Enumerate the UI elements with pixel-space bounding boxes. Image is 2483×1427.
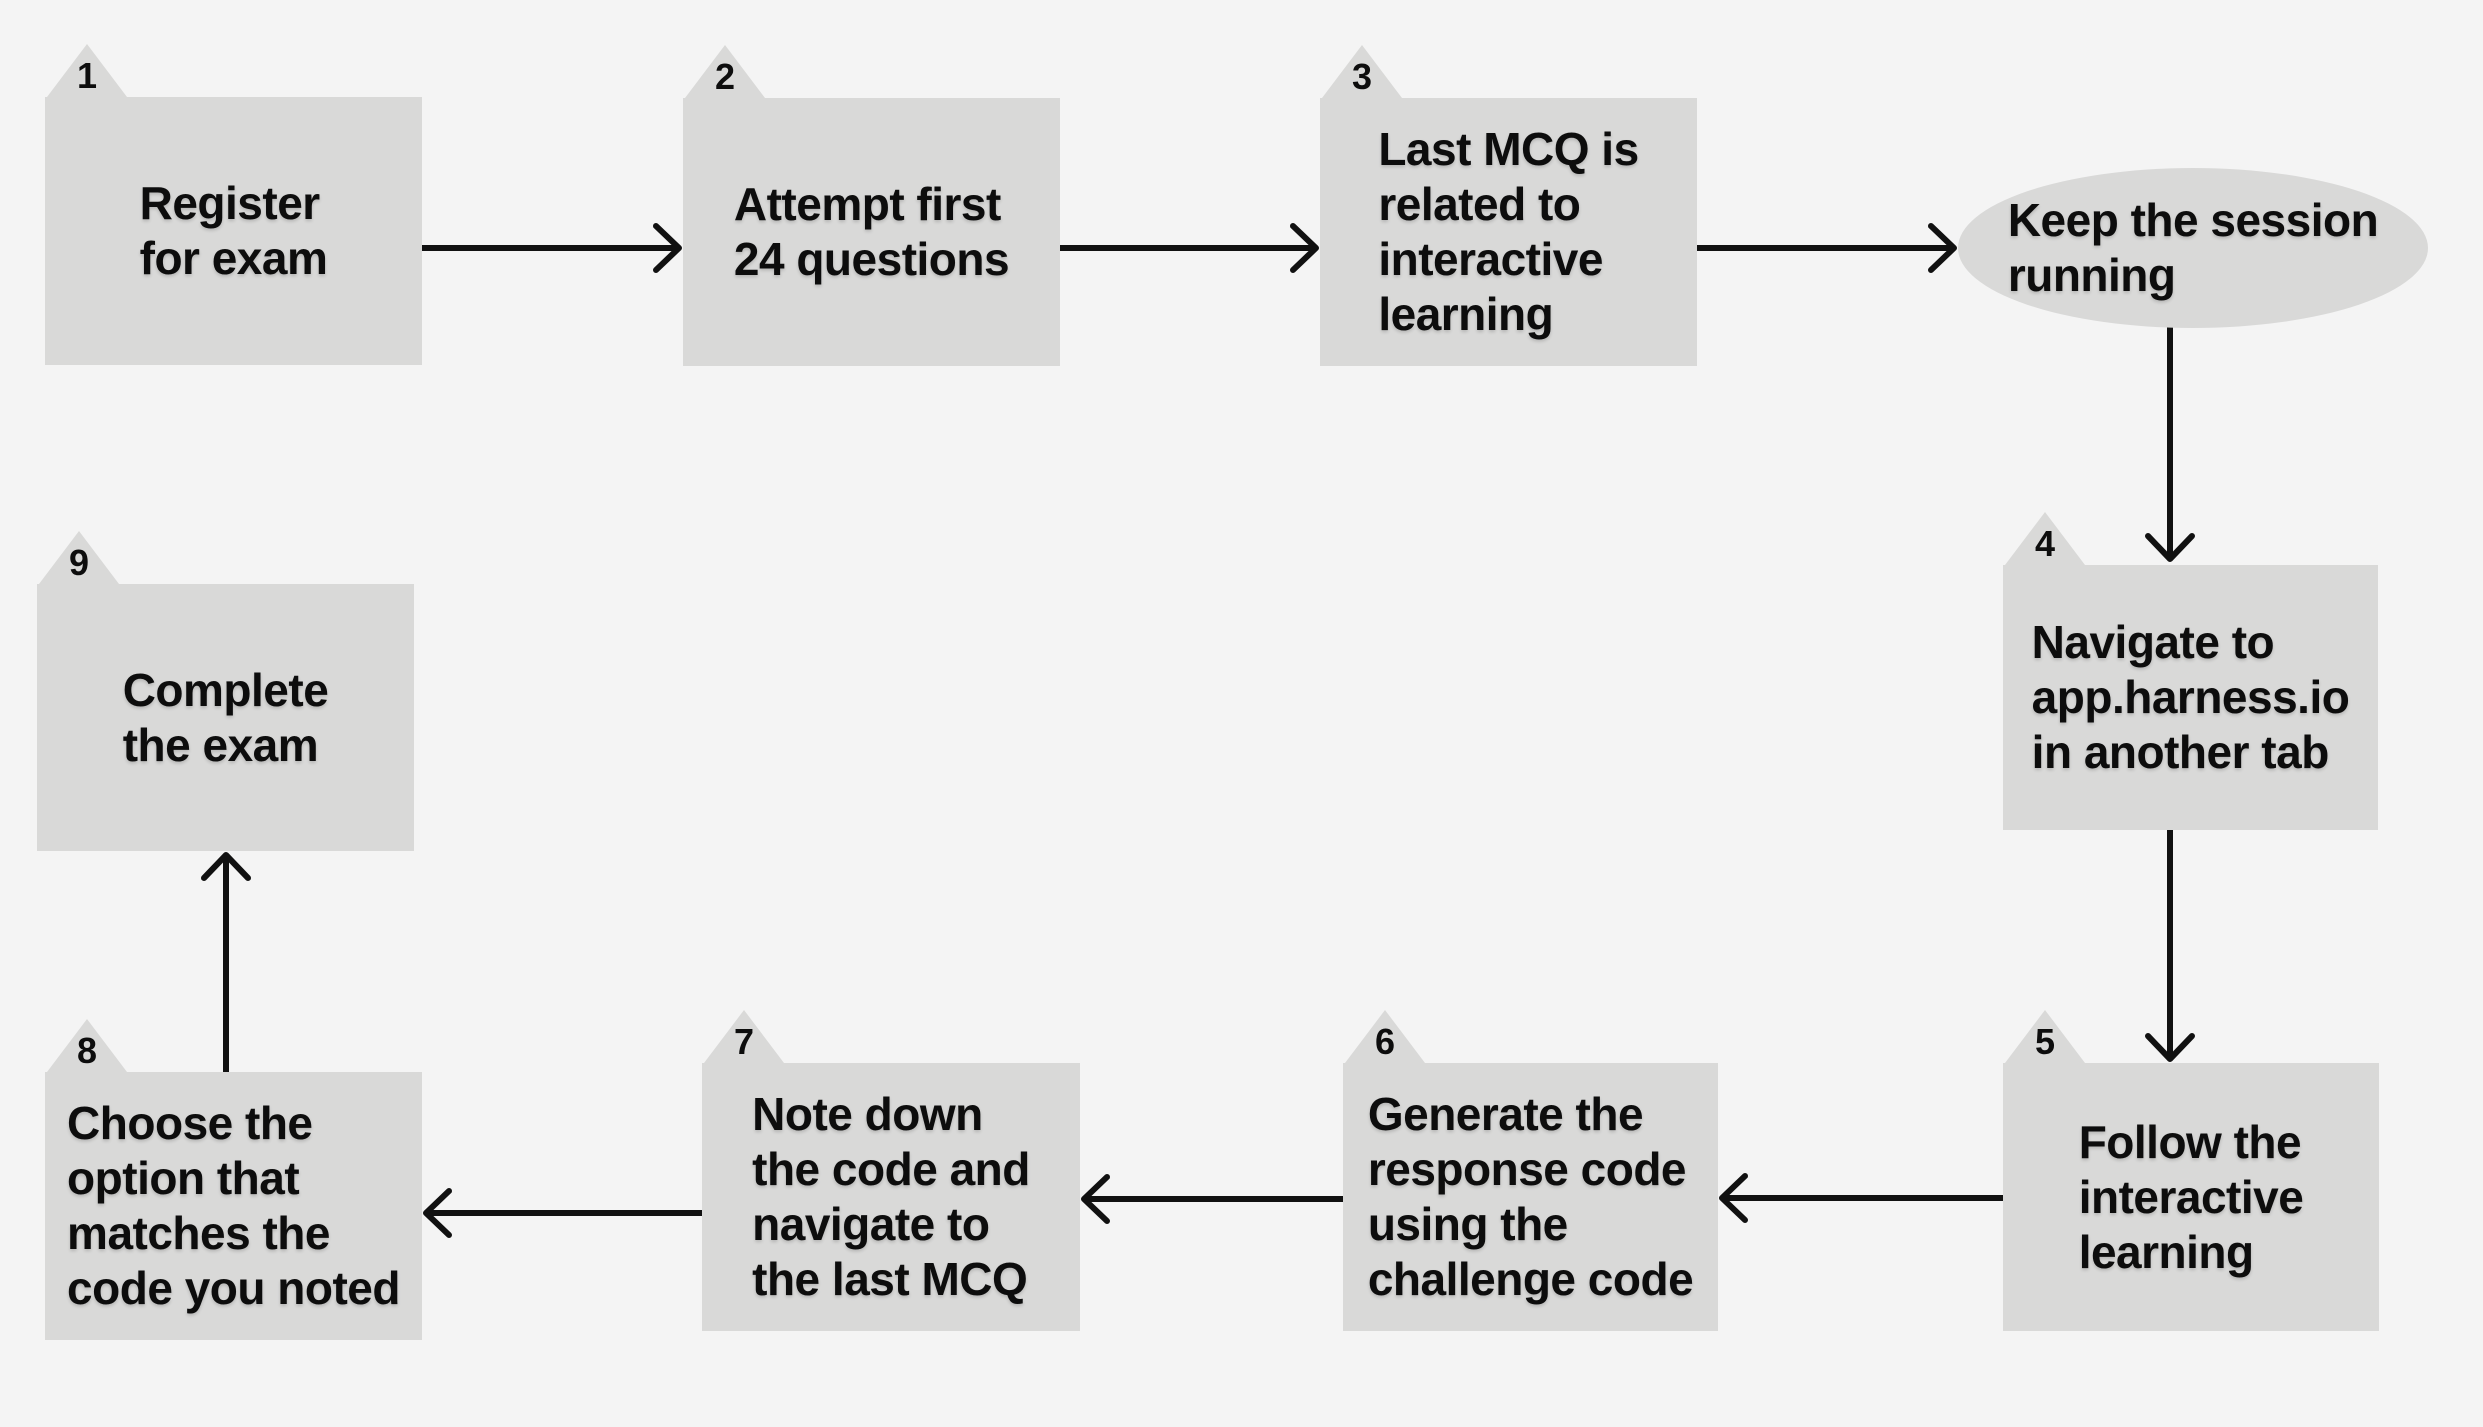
arrow-4-5 <box>2145 827 2195 1062</box>
step-label: Attempt first 24 questions <box>733 178 1010 285</box>
arrow-2-3 <box>1057 223 1319 273</box>
step-node-generate-response-code: 6 Generate the response code using the c… <box>1343 1010 1718 1331</box>
step-number: 6 <box>1374 1021 1396 1062</box>
step-label: Last MCQ is related to interactive learn… <box>1378 123 1639 340</box>
step-node-complete-exam: 9 Complete the exam <box>37 531 414 851</box>
step-label: Choose the option that matches the code … <box>67 1097 400 1314</box>
step-node-navigate-harness: 4 Navigate to app.harness.io in another … <box>2003 512 2378 830</box>
step-label: Complete the exam <box>122 663 329 771</box>
step-label: Navigate to app.harness.io in another ta… <box>2031 616 2350 778</box>
step-node-note-code: 7 Note down the code and navigate to the… <box>702 1010 1080 1331</box>
step-number: 5 <box>2034 1021 2056 1062</box>
step-node-follow-learning: 5 Follow the interactive learning <box>2003 1010 2379 1331</box>
step-number: 3 <box>1351 56 1373 97</box>
step-node-register: 1 Register for exam <box>45 44 422 365</box>
step-label: Register for exam <box>139 177 328 284</box>
step-label: Keep the session running <box>2007 194 2379 301</box>
arrow-1-2 <box>419 223 682 273</box>
step-label: Follow the interactive learning <box>2078 1115 2304 1278</box>
step-number: 4 <box>2034 523 2056 564</box>
arrow-3-session <box>1694 223 1957 273</box>
arrow-session-4 <box>2145 324 2195 562</box>
step-number: 2 <box>714 56 736 97</box>
step-label: Note down the code and navigate to the l… <box>752 1088 1030 1305</box>
node-keep-session-running: Keep the session running <box>1958 168 2428 328</box>
arrow-6-7 <box>1081 1174 1346 1224</box>
step-label: Generate the response code using the cha… <box>1367 1088 1694 1305</box>
step-number: 8 <box>76 1030 98 1071</box>
step-node-last-mcq: 3 Last MCQ is related to interactive lea… <box>1320 45 1697 366</box>
step-node-attempt-questions: 2 Attempt first 24 questions <box>683 45 1060 366</box>
step-number: 7 <box>733 1021 755 1062</box>
arrow-8-9 <box>201 852 251 1075</box>
arrow-5-6 <box>1719 1173 2006 1223</box>
arrow-7-8 <box>423 1188 705 1238</box>
step-number: 1 <box>76 55 98 96</box>
step-node-choose-option: 8 Choose the option that matches the cod… <box>45 1019 422 1340</box>
step-number: 9 <box>68 542 90 583</box>
